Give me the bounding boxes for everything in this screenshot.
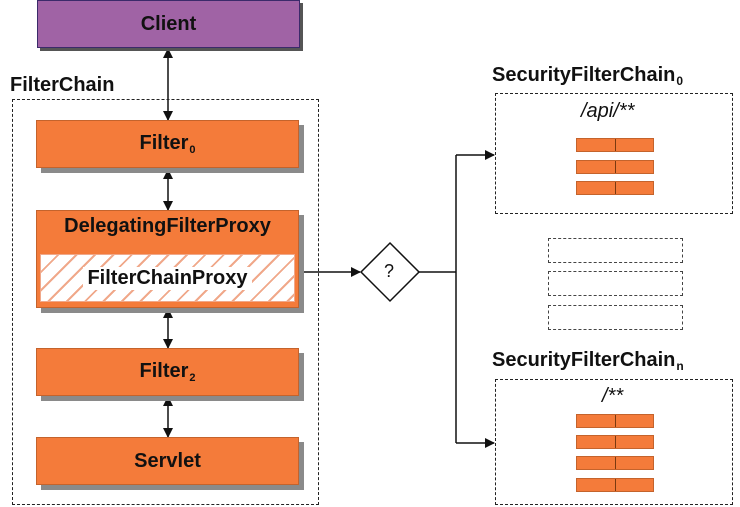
filter-chain-container — [12, 99, 319, 505]
decision-label: ? — [384, 261, 395, 281]
filter0-label: Filter0 — [139, 132, 196, 156]
security-chainn-pattern: /** — [602, 385, 624, 407]
security-chainn-container — [495, 379, 733, 505]
filter2-box: Filter2 — [36, 348, 299, 396]
security-chainn-title: SecurityFilterChainn — [492, 349, 684, 373]
security-chainn-filter-2 — [576, 435, 654, 449]
security-chain0-title: SecurityFilterChain0 — [492, 64, 684, 88]
security-chainn-filter-3 — [576, 456, 654, 470]
security-chain0-filter-3 — [576, 181, 654, 195]
security-chain0-filter-1 — [576, 138, 654, 152]
filter-chain-proxy-label: FilterChainProxy — [83, 266, 252, 290]
client-label: Client — [140, 12, 197, 35]
filter2-label: Filter2 — [139, 360, 196, 384]
filter-chain-title: FilterChain — [10, 74, 115, 96]
decision-diamond — [359, 241, 421, 303]
servlet-label: Servlet — [134, 449, 201, 472]
servlet-box: Servlet — [36, 437, 299, 485]
delegating-filter-proxy-label: DelegatingFilterProxy — [64, 215, 271, 237]
security-chainn-filter-4 — [576, 478, 654, 492]
ghost-chain-3 — [548, 305, 683, 330]
security-chain0-container — [495, 93, 733, 214]
filter0-box: Filter0 — [36, 120, 299, 168]
ghost-chain-2 — [548, 271, 683, 296]
security-chain0-pattern: /api/** — [581, 100, 635, 122]
ghost-chain-1 — [548, 238, 683, 263]
security-chainn-filter-1 — [576, 414, 654, 428]
filter-chain-proxy-box: FilterChainProxy — [40, 254, 295, 302]
client-box: Client — [37, 0, 300, 48]
security-chain0-filter-2 — [576, 160, 654, 174]
